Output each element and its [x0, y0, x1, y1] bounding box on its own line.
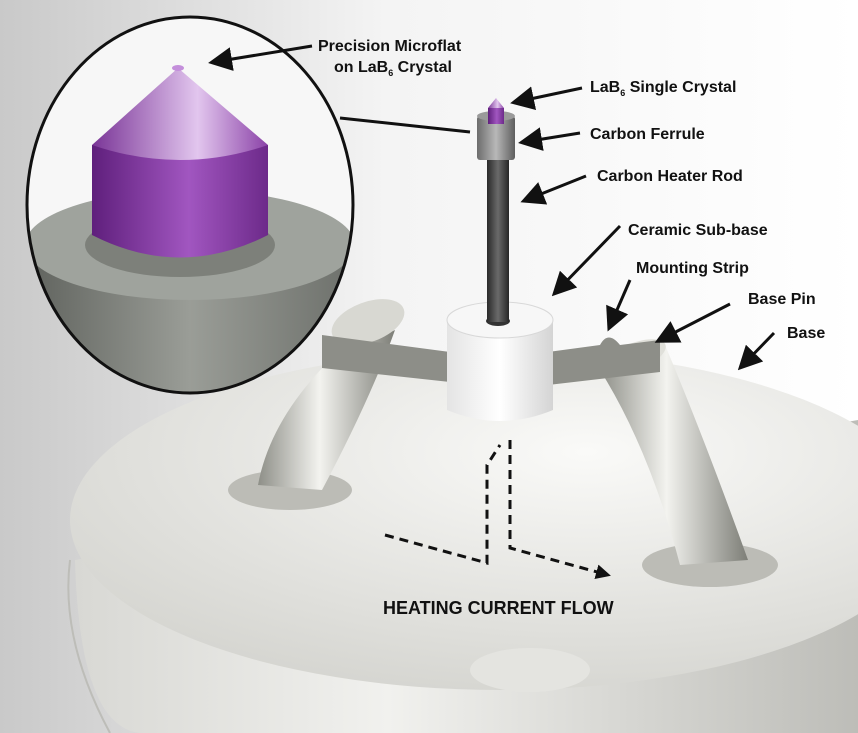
carbon-ferrule [477, 111, 515, 160]
label-heater-rod: Carbon Heater Rod [597, 168, 743, 185]
label-microflat-line2: on LaB6 Crystal [334, 59, 452, 78]
label-ferrule: Carbon Ferrule [590, 126, 705, 143]
label-base: Base [787, 325, 825, 342]
mounting-strip [322, 335, 660, 385]
arrow-ferrule [518, 127, 581, 151]
current-flow-path [384, 440, 611, 580]
label-single-crystal: LaB6 Single Crystal [590, 79, 736, 98]
arrow-base-pin [654, 302, 731, 343]
carbon-heater-rod [487, 150, 509, 322]
arrow-mounting-strip [606, 279, 632, 332]
arrow-base [737, 331, 776, 371]
inset-crystal-cone [92, 68, 268, 160]
arrow-single-crystal [510, 86, 583, 111]
lab6-crystal [488, 98, 504, 124]
label-microflat-line1: Precision Microflat [318, 38, 462, 55]
arrow-sub-base [551, 224, 622, 297]
callout-arrows [208, 44, 776, 371]
inset-leader-line [339, 116, 471, 134]
arrow-microflat [208, 44, 313, 71]
inset-crystal-body [92, 145, 268, 258]
label-sub-base: Ceramic Sub-base [628, 222, 768, 239]
label-heating-current-flow: HEATING CURRENT FLOW [383, 598, 614, 618]
magnified-inset [25, 15, 355, 395]
base-keyhole [470, 648, 590, 692]
arrow-heater-rod [520, 174, 587, 205]
label-mounting-strip: Mounting Strip [636, 260, 749, 277]
inset-microflat [172, 65, 184, 71]
label-base-pin: Base Pin [748, 291, 816, 308]
